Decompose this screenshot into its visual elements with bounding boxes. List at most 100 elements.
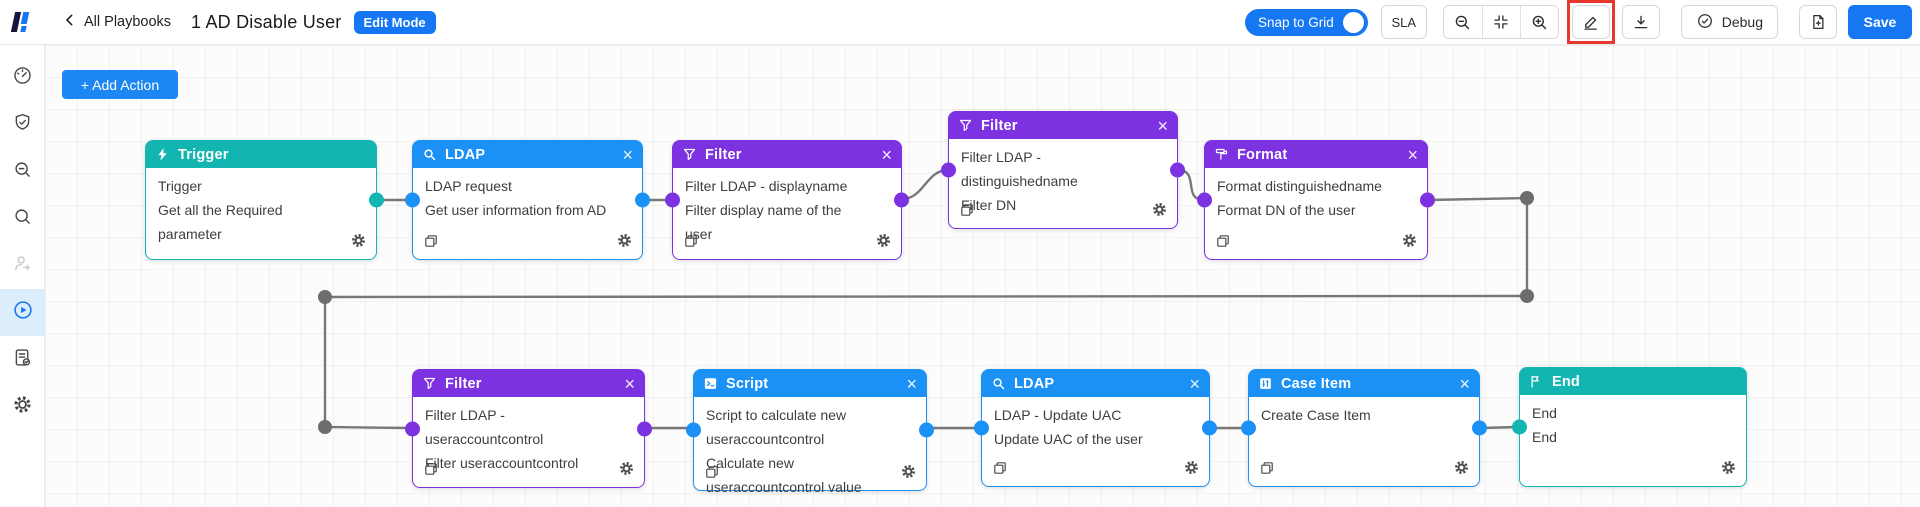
download-button[interactable] — [1621, 5, 1660, 39]
sidebar-item-shield-check[interactable] — [0, 101, 45, 148]
node-description-line: Get user information from AD — [425, 202, 607, 218]
copy-icon[interactable] — [423, 461, 439, 482]
copy-icon[interactable] — [704, 464, 720, 485]
close-icon[interactable]: × — [622, 144, 633, 165]
node-header[interactable]: Case Item× — [1249, 370, 1479, 397]
copy-icon[interactable] — [1215, 233, 1231, 254]
close-icon[interactable]: × — [1459, 373, 1470, 394]
input-port[interactable] — [665, 192, 680, 208]
close-icon[interactable]: × — [881, 144, 892, 165]
copy-icon[interactable] — [992, 460, 1008, 481]
input-port[interactable] — [1512, 419, 1527, 435]
output-port[interactable] — [894, 192, 909, 208]
search-icon — [12, 206, 33, 232]
connector-wire[interactable] — [900, 168, 950, 201]
waypoint-dot[interactable] — [1520, 191, 1534, 205]
node-case-item[interactable]: Case Item×Create Case Item — [1241, 369, 1487, 487]
waypoint-dot[interactable] — [1520, 289, 1534, 303]
copy-icon[interactable] — [1259, 460, 1275, 481]
sidebar-item-play-circle[interactable] — [0, 289, 45, 336]
sidebar-item-dashboard[interactable] — [0, 54, 45, 101]
gear-icon[interactable] — [1401, 232, 1418, 254]
gear-icon[interactable] — [618, 460, 635, 482]
node-header[interactable]: Filter× — [949, 112, 1177, 139]
node-header[interactable]: Filter× — [413, 370, 644, 397]
output-port[interactable] — [369, 192, 384, 208]
input-port[interactable] — [941, 162, 956, 178]
input-port[interactable] — [974, 420, 989, 436]
back-label[interactable]: All Playbooks — [84, 14, 172, 30]
edit-pencil-button[interactable] — [1571, 5, 1610, 39]
snap-to-grid-toggle[interactable]: Snap to Grid — [1244, 8, 1368, 36]
output-port[interactable] — [635, 192, 650, 208]
output-port[interactable] — [637, 421, 652, 436]
output-port[interactable] — [1202, 420, 1217, 436]
gear-icon[interactable] — [1151, 201, 1168, 223]
waypoint-dot[interactable] — [318, 420, 332, 434]
new-document-button[interactable] — [1799, 5, 1837, 39]
zoom-in-button[interactable] — [1519, 6, 1558, 38]
copy-icon[interactable] — [959, 202, 975, 223]
close-icon[interactable]: × — [1189, 373, 1200, 394]
output-port[interactable] — [1170, 162, 1185, 178]
edit-mode-badge[interactable]: Edit Mode — [353, 10, 436, 34]
node-header[interactable]: Script× — [694, 370, 926, 397]
node-description-line: Filter LDAP - displayname — [685, 178, 848, 194]
close-icon[interactable]: × — [1407, 144, 1418, 165]
gear-icon[interactable] — [1720, 459, 1737, 481]
toggle-knob[interactable] — [1342, 11, 1364, 33]
add-action-button[interactable]: + Add Action — [62, 70, 178, 99]
gear-icon[interactable] — [900, 463, 917, 485]
sidebar-item-settings-gear[interactable] — [0, 383, 45, 430]
gear-icon[interactable] — [350, 232, 367, 254]
gear-icon[interactable] — [1453, 459, 1470, 481]
output-port[interactable] — [1420, 192, 1435, 208]
connector-wire[interactable] — [323, 196, 1529, 430]
input-port[interactable] — [405, 192, 420, 208]
back-button[interactable]: All Playbooks — [62, 12, 171, 32]
close-icon[interactable]: × — [624, 373, 635, 394]
sidebar-item-user-switch[interactable] — [0, 242, 45, 289]
output-port[interactable] — [1472, 420, 1487, 436]
input-port[interactable] — [1197, 192, 1212, 208]
copy-icon[interactable] — [423, 233, 439, 254]
debug-button[interactable]: Debug — [1680, 5, 1778, 39]
save-button[interactable]: Save — [1848, 5, 1912, 39]
node-title: End — [1552, 373, 1580, 390]
fit-view-button[interactable] — [1481, 6, 1520, 38]
gear-icon[interactable] — [1183, 459, 1200, 481]
app-logo[interactable] — [10, 10, 36, 34]
sla-button[interactable]: SLA — [1380, 5, 1427, 39]
gear-icon[interactable] — [875, 232, 892, 254]
node-description-line: Format distinguishedname — [1217, 178, 1382, 194]
waypoint-dot[interactable] — [318, 290, 332, 304]
node-header[interactable]: Trigger — [146, 141, 376, 168]
output-port[interactable] — [919, 422, 934, 438]
node-header[interactable]: LDAP× — [413, 141, 642, 168]
copy-icon[interactable] — [683, 233, 699, 254]
input-port[interactable] — [686, 422, 701, 438]
gear-icon[interactable] — [616, 232, 633, 254]
sidebar-item-zoom-search[interactable] — [0, 148, 45, 195]
node-header[interactable]: Format× — [1205, 141, 1427, 168]
sidebar-item-search[interactable] — [0, 195, 45, 242]
node-header[interactable]: Filter× — [673, 141, 901, 168]
sidebar-item-report[interactable] — [0, 336, 45, 383]
node-description-line: Trigger — [158, 178, 202, 194]
node-header[interactable]: LDAP× — [982, 370, 1209, 397]
node-header[interactable]: End — [1520, 368, 1746, 395]
close-icon[interactable]: × — [1157, 115, 1168, 136]
zoom-out-button[interactable] — [1443, 6, 1482, 38]
input-port[interactable] — [405, 421, 420, 436]
input-port[interactable] — [1241, 420, 1256, 436]
close-icon[interactable]: × — [906, 373, 917, 394]
